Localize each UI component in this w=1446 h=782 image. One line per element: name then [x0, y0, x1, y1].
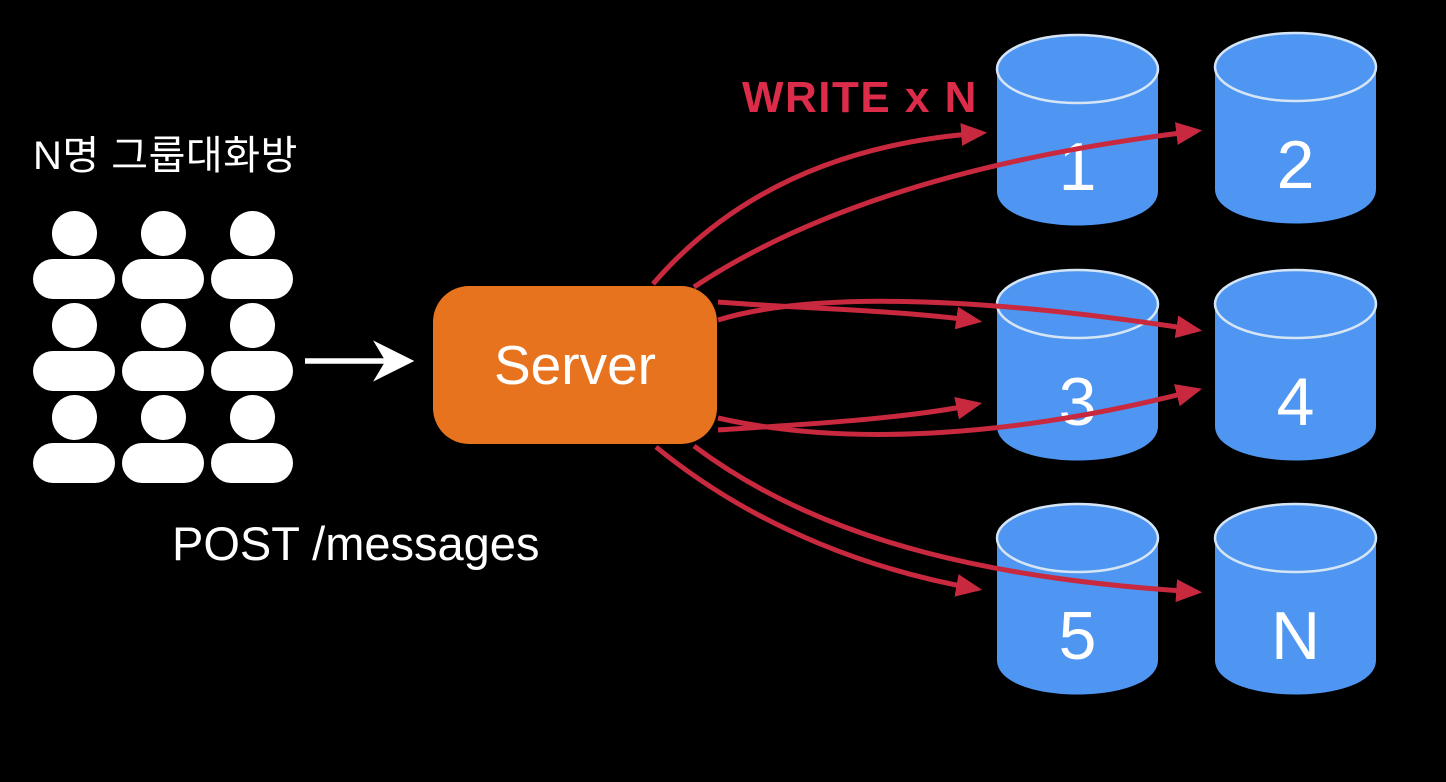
post-messages-label: POST /messages: [172, 517, 540, 570]
group-chat-label: N명 그룹대화방: [33, 134, 298, 178]
person-torso: [211, 443, 293, 483]
cylinder-top: [1213, 268, 1378, 340]
person-torso: [33, 351, 115, 391]
person-torso: [211, 259, 293, 299]
person-torso: [211, 351, 293, 391]
db-cylinder-1: 1: [995, 33, 1160, 228]
person-icon: [122, 395, 204, 483]
cylinder-top: [1213, 502, 1378, 574]
person-torso: [33, 443, 115, 483]
write-arrow-server-to-db3-lower: [717, 397, 983, 433]
person-torso: [122, 351, 204, 391]
person-head: [140, 303, 186, 348]
server-label: Server: [494, 333, 656, 396]
db-label: N: [1270, 598, 1321, 674]
person-head: [229, 303, 275, 348]
person-torso: [122, 259, 204, 299]
write-arrow-server-to-db5: [654, 445, 983, 597]
cylinder-top: [995, 33, 1160, 105]
person-head: [140, 395, 186, 440]
person-icon: [211, 211, 293, 299]
person-head: [140, 211, 186, 256]
cylinder-body: [1215, 304, 1376, 461]
db-cylinder-3: 3: [995, 268, 1160, 463]
database-icon: [1213, 502, 1378, 695]
person-icon: [211, 395, 293, 483]
person-head: [51, 395, 97, 440]
person-head: [51, 303, 97, 348]
write-arrow-server-to-db1: [651, 123, 988, 286]
person-icon: [33, 303, 115, 391]
person-icon: [211, 303, 293, 391]
db-label: 3: [1058, 364, 1097, 440]
person-icon: [122, 303, 204, 391]
db-label: 1: [1058, 129, 1097, 205]
db-label: 4: [1276, 364, 1315, 440]
db-cylinder-n: N: [1213, 502, 1378, 697]
cylinder-top: [1213, 31, 1378, 103]
database-icon: [1213, 268, 1378, 461]
db-cylinder-4: 4: [1213, 268, 1378, 463]
cylinder-body: [1215, 538, 1376, 695]
users-grid: [33, 211, 293, 483]
cylinder-top: [995, 268, 1160, 340]
person-head: [229, 211, 275, 256]
db-cylinder-2: 2: [1213, 31, 1378, 226]
person-torso: [122, 443, 204, 483]
server-node: Server: [433, 286, 717, 444]
database-icon: [1213, 31, 1378, 224]
db-label: 5: [1058, 598, 1097, 674]
db-label: 2: [1276, 127, 1315, 203]
write-arrow-server-to-db3-upper: [717, 299, 983, 330]
person-head: [229, 395, 275, 440]
cylinder-body: [1215, 67, 1376, 224]
write-x-n-label: WRITE x N: [742, 73, 978, 122]
db-cylinder-5: 5: [995, 502, 1160, 697]
person-head: [51, 211, 97, 256]
person-torso: [33, 259, 115, 299]
person-icon: [122, 211, 204, 299]
person-icon: [33, 395, 115, 483]
person-icon: [33, 211, 115, 299]
cylinder-top: [995, 502, 1160, 574]
